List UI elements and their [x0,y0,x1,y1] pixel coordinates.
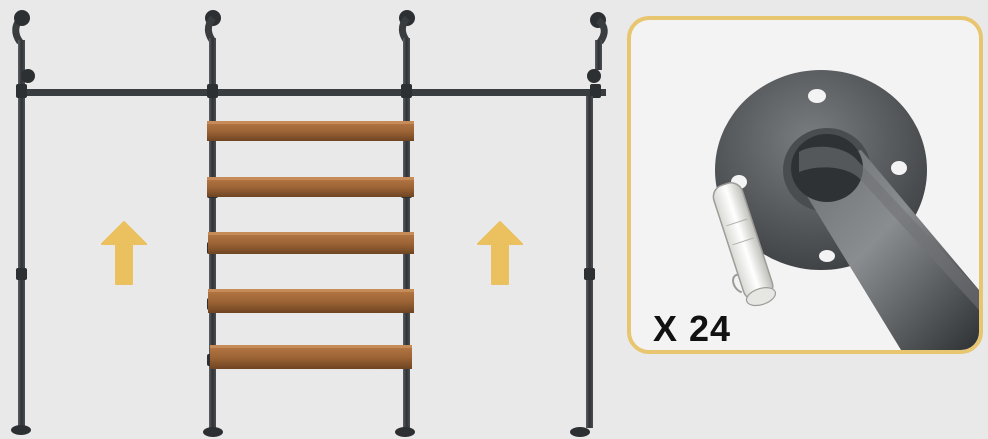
vertical-post-3 [395,10,415,437]
wooden-shelf [207,177,414,197]
part-detail-callout: X 24 [627,16,983,354]
top-rail [18,89,606,96]
vertical-post-2 [203,10,223,437]
part-quantity-label: X 24 [653,308,732,349]
wooden-shelf [208,289,414,313]
floor-flange-with-wall-anchor-icon [712,70,979,350]
up-arrow-icon [477,221,523,285]
wooden-shelf [208,232,414,254]
wooden-shelf [207,121,414,141]
vertical-post-1 [11,10,35,435]
wooden-shelf [210,345,412,369]
pipe-shelf-frame [11,10,608,437]
vertical-post-4 [570,12,608,437]
up-arrow-icon [101,221,147,285]
